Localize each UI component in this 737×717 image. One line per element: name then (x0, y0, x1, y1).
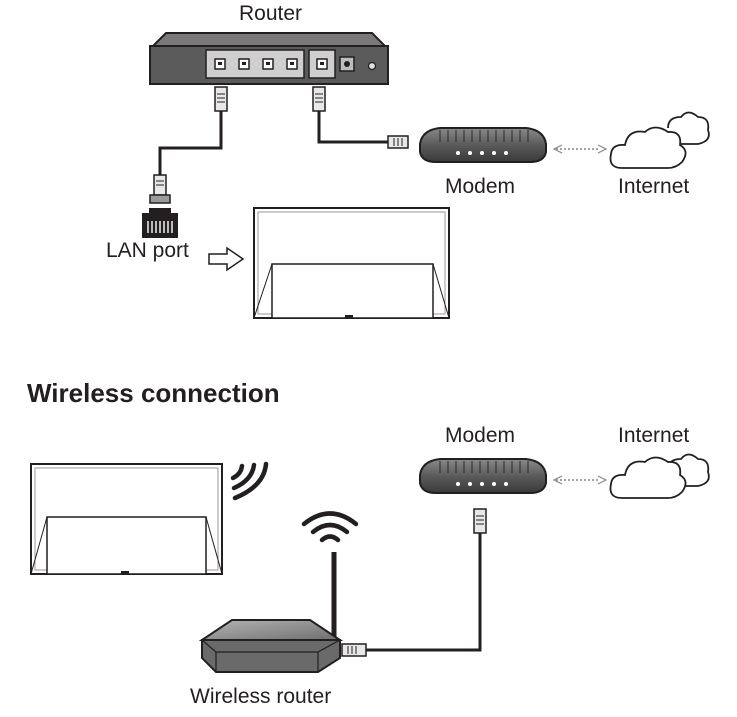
tv-wireless (30, 463, 223, 575)
modem-internet-link-wired (552, 144, 608, 154)
tv-wired (253, 207, 450, 319)
modem-wireless (419, 458, 547, 494)
lan-port-label: LAN port (106, 239, 189, 262)
wireless-router-cable (341, 508, 487, 657)
router-device (149, 32, 389, 85)
wifi-waves-router-icon (301, 511, 359, 543)
lan-port-icon (142, 208, 178, 238)
arrow-right-icon (208, 246, 245, 272)
wireless-router-label: Wireless router (190, 685, 332, 708)
router-wan-port-icon (316, 58, 328, 70)
router-label: Router (239, 2, 303, 25)
cloud-icon (609, 111, 710, 169)
wireless-connection-heading: Wireless connection (27, 378, 280, 408)
modem-wired (419, 127, 547, 163)
cloud-icon (609, 453, 710, 499)
wifi-waves-tv-icon (230, 461, 269, 501)
internet-label-wireless: Internet (618, 424, 690, 447)
wireless-router-device (198, 552, 344, 673)
wan-cable (312, 86, 409, 149)
lan-cable (149, 86, 228, 204)
internet-label-wired: Internet (618, 175, 690, 198)
modem-label-wireless: Modem (445, 424, 516, 447)
router-reset-icon (367, 61, 377, 71)
modem-internet-link-wireless (552, 475, 608, 485)
modem-label-wired: Modem (445, 175, 516, 198)
